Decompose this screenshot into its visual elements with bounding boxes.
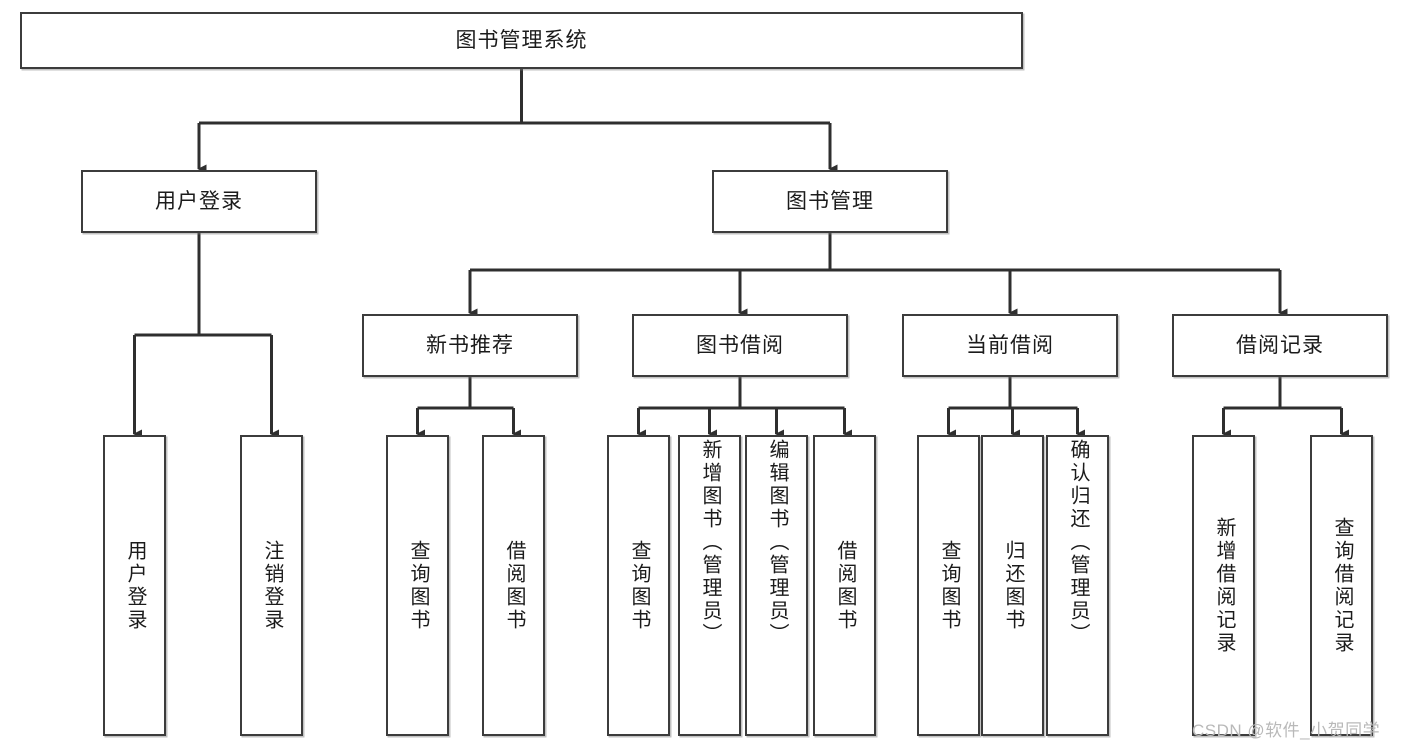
leaf-confirm-return-admin[interactable]: 确认归还（管理员） [1046,435,1109,736]
leaf-logout-login[interactable]: 注销登录 [240,435,303,736]
root-node-book-management-system[interactable]: 图书管理系统 [20,12,1023,69]
node-book-management[interactable]: 图书管理 [712,170,948,233]
leaf-logout-login-label: 注销登录 [261,539,283,632]
node-user-login-label: 用户登录 [155,189,243,213]
node-new-book-recommend-label: 新书推荐 [426,333,514,357]
leaf-borrow-book-1-label: 借阅图书 [503,539,525,632]
root-node-label: 图书管理系统 [455,28,588,52]
leaf-add-borrow-record[interactable]: 新增借阅记录 [1192,435,1255,736]
leaf-query-borrow-record[interactable]: 查询借阅记录 [1310,435,1373,736]
leaf-edit-book-admin-label: 编辑图书（管理员） [766,439,788,646]
leaf-borrow-book-2-label: 借阅图书 [834,539,856,632]
node-borrow-record[interactable]: 借阅记录 [1172,314,1388,377]
leaf-query-borrow-record-label: 查询借阅记录 [1331,516,1353,655]
leaf-return-book-label: 归还图书 [1002,539,1024,632]
leaf-user-login[interactable]: 用户登录 [103,435,166,736]
leaf-add-book-admin-label: 新增图书（管理员） [699,439,721,646]
node-new-book-recommend[interactable]: 新书推荐 [362,314,578,377]
node-user-login[interactable]: 用户登录 [81,170,317,233]
leaf-query-book-3[interactable]: 查询图书 [917,435,980,736]
leaf-query-book-1[interactable]: 查询图书 [386,435,449,736]
leaf-borrow-book-2[interactable]: 借阅图书 [813,435,876,736]
leaf-confirm-return-admin-label: 确认归还（管理员） [1067,439,1089,646]
node-book-borrow[interactable]: 图书借阅 [632,314,848,377]
node-borrow-record-label: 借阅记录 [1236,333,1324,357]
node-current-borrow-label: 当前借阅 [966,333,1054,357]
node-current-borrow[interactable]: 当前借阅 [902,314,1118,377]
leaf-user-login-label: 用户登录 [124,539,146,632]
leaf-add-borrow-record-label: 新增借阅记录 [1213,516,1235,655]
leaf-query-book-3-label: 查询图书 [938,539,960,632]
leaf-return-book[interactable]: 归还图书 [981,435,1044,736]
leaf-query-book-2-label: 查询图书 [628,539,650,632]
leaf-query-book-1-label: 查询图书 [407,539,429,632]
node-book-management-label: 图书管理 [786,189,874,213]
leaf-borrow-book-1[interactable]: 借阅图书 [482,435,545,736]
leaf-query-book-2[interactable]: 查询图书 [607,435,670,736]
leaf-edit-book-admin[interactable]: 编辑图书（管理员） [745,435,808,736]
leaf-add-book-admin[interactable]: 新增图书（管理员） [678,435,741,736]
node-book-borrow-label: 图书借阅 [696,333,784,357]
csdn-watermark: CSDN @软件_小贺同学 [1192,721,1381,740]
